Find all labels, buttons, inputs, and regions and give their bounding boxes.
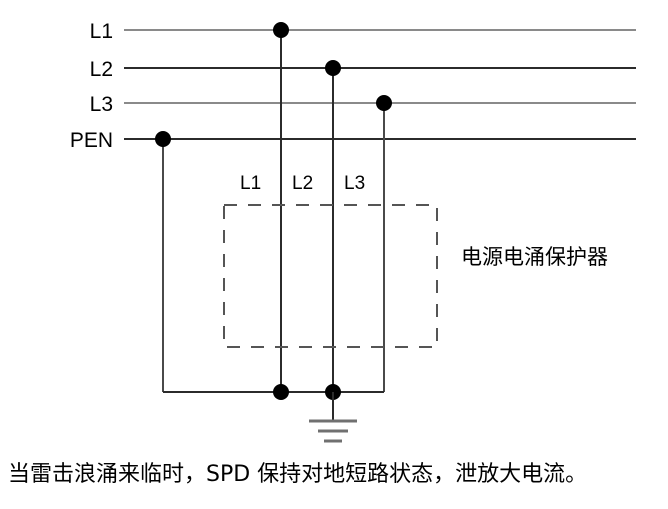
diagram-caption: 当雷击浪涌来临时，SPD 保持对地短路状态，泄放大电流。 [8,462,588,487]
junction-node-bottom-l1 [273,384,289,400]
spd-device-label: 电源电涌保护器 [461,245,608,269]
spd-terminal-label-l3: L3 [344,173,365,194]
junction-node-l3 [376,95,392,111]
bus-label-l2: L2 [90,58,113,81]
junction-node-pen [155,131,171,147]
spd-enclosure-box [223,204,438,348]
junction-node-l1 [273,22,289,38]
bus-label-l1: L1 [90,20,113,43]
spd-terminal-label-l1: L1 [240,173,261,194]
bus-label-pen: PEN [70,129,113,152]
bus-label-l3: L3 [90,93,113,116]
junction-node-l2 [325,60,341,76]
spd-terminal-label-l2: L2 [292,173,313,194]
